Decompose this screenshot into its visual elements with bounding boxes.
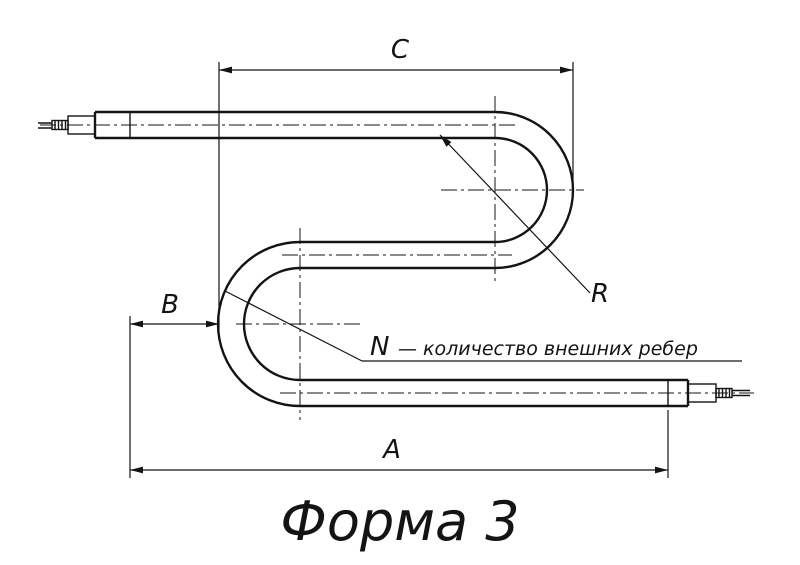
- terminal-left-pin: [38, 122, 52, 129]
- radius-callout: R: [439, 134, 609, 309]
- dimension-c-arrow-right: [560, 66, 573, 74]
- terminal-right-thread-ticks: [718, 388, 731, 398]
- dimension-b-label: B: [161, 290, 179, 320]
- terminal-left-thread-ticks: [54, 120, 67, 130]
- tube-wall-inner: [95, 136, 688, 408]
- centerlines: [40, 96, 754, 420]
- dimension-c-label: C: [391, 35, 410, 65]
- dimension-c-arrow-left: [219, 66, 232, 74]
- radius-arrowhead: [440, 135, 452, 147]
- dimension-b-arrow-left: [130, 320, 143, 328]
- radius-leader-line: [439, 134, 591, 294]
- dimension-b-arrow-right: [206, 320, 219, 328]
- fins-note-symbol: N: [370, 332, 389, 362]
- terminal-left: [38, 115, 96, 135]
- fins-note-leader: [224, 290, 363, 362]
- dimension-c: C: [218, 35, 574, 336]
- form-title: Форма 3: [280, 490, 519, 553]
- terminal-right: [687, 383, 750, 403]
- dimension-a-arrow-right: [655, 466, 668, 474]
- dimension-a-arrow-left: [130, 466, 143, 474]
- dimension-a-label: A: [381, 435, 401, 465]
- terminal-right-thread: [715, 387, 733, 399]
- radius-label: R: [591, 279, 609, 309]
- fins-note-text: — количество внешних ребер: [398, 338, 698, 360]
- heater-tube: [93, 110, 690, 408]
- dimension-b: B: [130, 290, 219, 328]
- dimension-a: A: [129, 316, 669, 478]
- terminal-right-pin: [732, 389, 750, 397]
- tube-wall-outer: [95, 110, 688, 382]
- terminal-left-thread: [51, 119, 69, 131]
- fins-note: N — количество внешних ребер: [224, 290, 742, 362]
